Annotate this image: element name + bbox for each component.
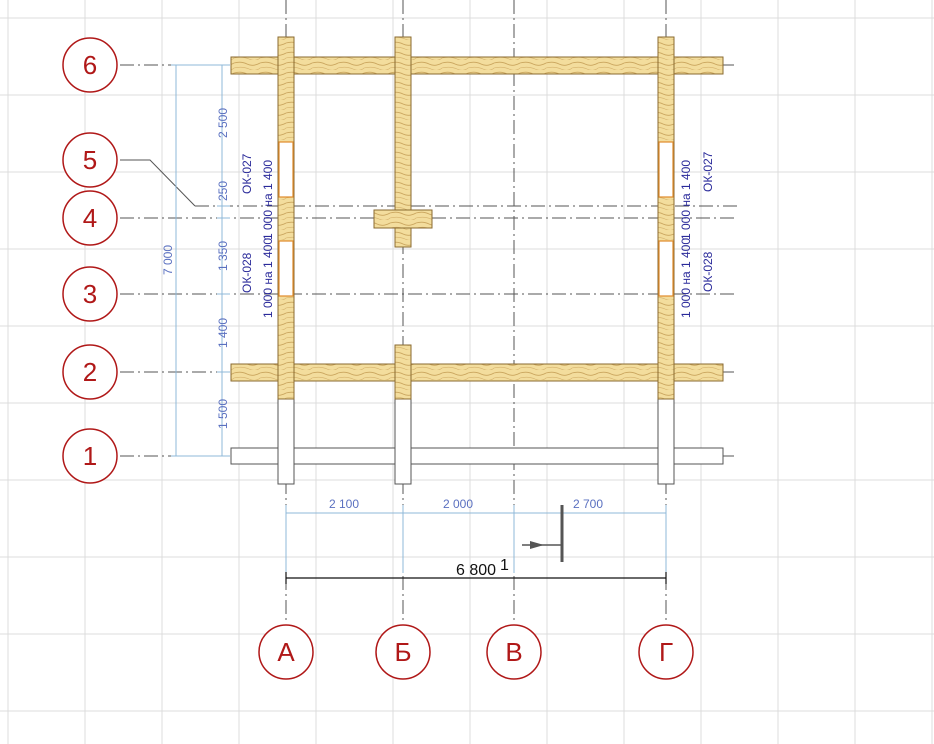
row-axis-bubble: 1 [62, 428, 118, 484]
axis-centerlines [120, 0, 738, 624]
axis-bubble-circle [638, 624, 694, 680]
col-axis-bubble: А [258, 624, 314, 680]
col-axis-bubble: Б [375, 624, 431, 680]
axis-bubbles: 6 5 4 3 2 1А Б В Г [62, 37, 694, 680]
axis-bubble-label: 2 [83, 357, 97, 387]
window-right-upper [658, 141, 674, 198]
vdim-segment-label: 1 400 [216, 318, 230, 348]
axis-bubble-circle [486, 624, 542, 680]
vertical-dimension-chain: 2 500 250 1 350 1 400 1 500 7 000 [161, 64, 230, 457]
total-dimension-line: 6 800 [285, 562, 667, 584]
cross-beam-axis-4 [373, 209, 433, 229]
row-axis-bubble: 6 [62, 37, 118, 93]
axis-bubble-circle [62, 344, 118, 400]
window-code-left-upper: ОК-027 [240, 153, 254, 194]
wall-axis-b [394, 36, 412, 248]
window-code-right-upper: ОК-027 [701, 151, 715, 192]
post-stub-b [394, 344, 412, 400]
outline-beam-axis-1 [230, 447, 724, 465]
row-axis-bubble: 5 [62, 132, 118, 188]
hdim-segment-label: 2 700 [573, 497, 603, 511]
window-size-right-lower: 1 000 на 1 400 [679, 238, 693, 318]
wall-axis-a [277, 36, 295, 400]
wall-axis-2 [230, 363, 724, 382]
axis-bubble-circle [62, 266, 118, 322]
wall-axis-g [657, 36, 675, 400]
row-axis-bubble: 3 [62, 266, 118, 322]
window-code-left-lower: ОК-028 [240, 252, 254, 293]
axis-bubble-circle [62, 190, 118, 246]
window-openings [278, 141, 674, 297]
axis-bubble-label: 4 [83, 203, 97, 233]
section-mark-number: 1 [500, 557, 509, 574]
axis-bubble-circle [62, 37, 118, 93]
col-axis-bubble: В [486, 624, 542, 680]
axis-bubble-circle [375, 624, 431, 680]
axis-bubble-label: 3 [83, 279, 97, 309]
window-size-right-upper: 1 000 на 1 400 [679, 160, 693, 240]
window-right-lower [658, 240, 674, 297]
axis-bubble-circle [62, 132, 118, 188]
vdim-segment-label: 1 500 [216, 399, 230, 429]
window-size-left-upper: 1 000 на 1 400 [261, 160, 275, 240]
row-axis-bubble: 2 [62, 344, 118, 400]
axis-bubble-label: 6 [83, 50, 97, 80]
axis-bubble-circle [62, 428, 118, 484]
vdim-segment-label: 1 350 [216, 241, 230, 271]
hdim-segment-label: 2 100 [329, 497, 359, 511]
wall-axis-6 [230, 56, 724, 75]
window-code-right-lower: ОК-028 [701, 251, 715, 292]
window-size-left-lower: 1 000 на 1 400 [261, 238, 275, 318]
axis-bubble-label: Б [394, 637, 411, 667]
hdim-segment-label: 2 000 [443, 497, 473, 511]
axis-bubble-label: А [277, 637, 295, 667]
axis-bubble-label: 5 [83, 145, 97, 175]
vdim-segment-label: 2 500 [216, 108, 230, 138]
axis-bubble-label: Г [659, 637, 673, 667]
vdim-segment-label: 250 [216, 181, 230, 201]
outline-beams [230, 379, 724, 485]
axis-bubble-label: 1 [83, 441, 97, 471]
window-left-upper [278, 141, 294, 198]
horizontal-dimension-chain: 2 100 2 000 2 700 [285, 497, 667, 573]
window-labels: ОК-027 1 000 на 1 400 ОК-028 1 000 на 1 … [240, 151, 715, 318]
section-mark: 1 [500, 505, 564, 574]
timber-walls [230, 36, 724, 400]
col-axis-bubble: Г [638, 624, 694, 680]
axis-bubble-circle [258, 624, 314, 680]
row-axis-bubble: 4 [62, 190, 118, 246]
row-axis-leader [120, 159, 196, 207]
axis-bubble-label: В [505, 637, 522, 667]
window-left-lower [278, 240, 294, 297]
total-width-label: 6 800 [456, 562, 496, 579]
vdim-total-label: 7 000 [161, 245, 175, 275]
